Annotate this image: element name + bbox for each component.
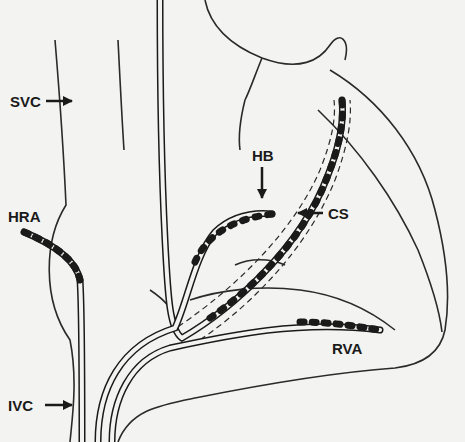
coronary-sinus-outline — [170, 100, 350, 345]
structure-label: HRA — [6, 208, 43, 225]
leader-arrows — [45, 101, 323, 405]
structure-label: HB — [250, 147, 276, 164]
structure-label: IVC — [6, 397, 35, 414]
catheters — [24, 0, 380, 442]
heart-outline — [49, 0, 447, 442]
structure-label: RVA — [330, 340, 364, 357]
structure-label: SVC — [8, 93, 43, 110]
structure-label: CS — [326, 205, 351, 222]
